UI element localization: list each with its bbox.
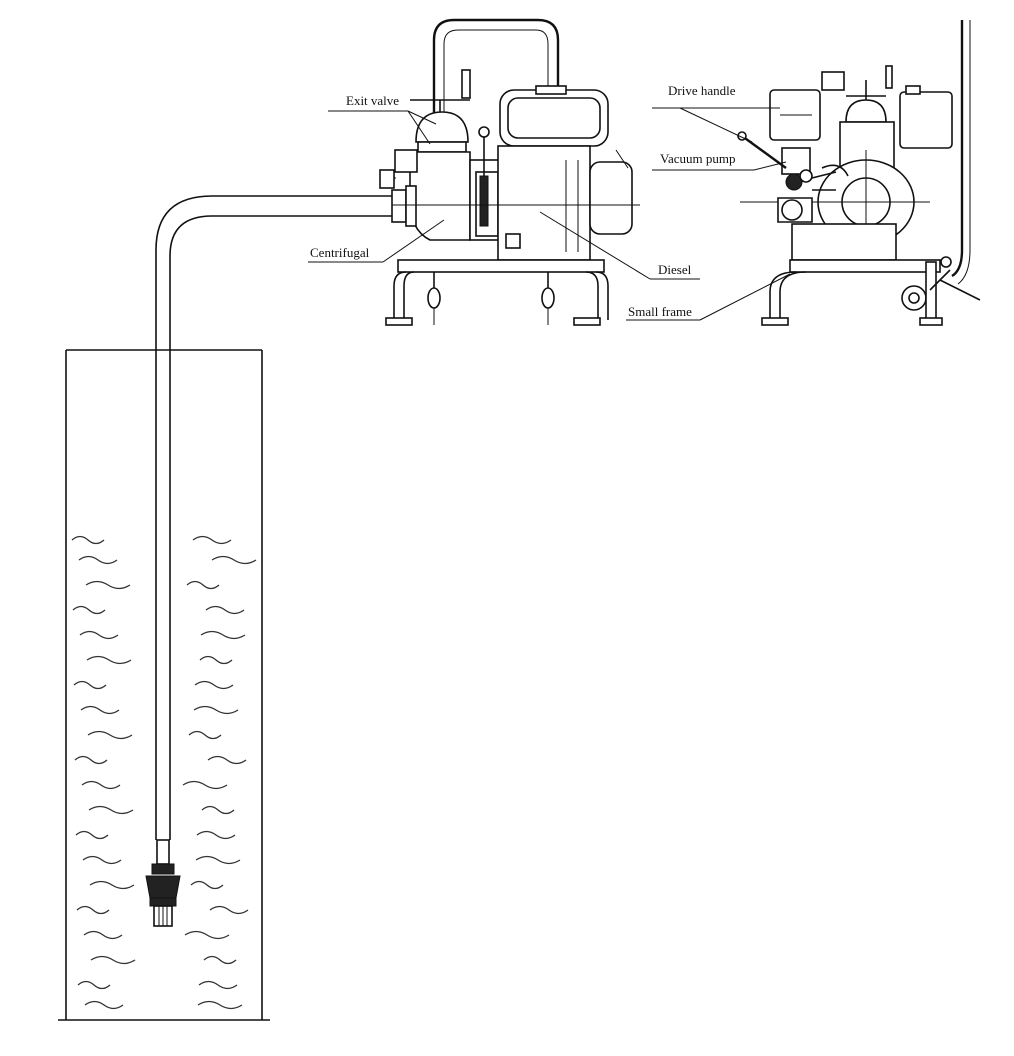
label-centrifugal: Centrifugal <box>310 245 370 260</box>
water-wave <box>82 855 122 865</box>
water-wave <box>76 905 110 915</box>
water-wave <box>203 955 237 965</box>
water-wave <box>81 780 121 790</box>
water-wave <box>194 680 234 690</box>
water-wave <box>198 980 238 990</box>
water-wave <box>86 655 132 665</box>
foot-valve <box>145 839 181 927</box>
label-diesel: Diesel <box>658 262 692 277</box>
well-tank <box>58 349 270 1021</box>
pump-side-view <box>379 18 640 326</box>
water-wave <box>88 805 134 815</box>
water-wave <box>200 630 246 640</box>
water-wave <box>90 955 136 965</box>
pump-end-view <box>737 20 981 326</box>
water-wave <box>197 1000 243 1010</box>
water-wave <box>77 980 111 990</box>
water-wave <box>195 855 241 865</box>
water-wave <box>190 880 224 890</box>
water-wave <box>79 630 119 640</box>
water-wave <box>199 655 233 665</box>
water-wave <box>184 930 230 940</box>
water-wave <box>80 705 120 715</box>
water-wave <box>87 730 133 740</box>
water-wave <box>85 580 131 590</box>
water-wave <box>205 605 245 615</box>
water-wave <box>89 880 135 890</box>
label-drive-handle: Drive handle <box>668 83 736 98</box>
water-wave <box>186 580 220 590</box>
water-wave <box>71 535 105 545</box>
water-wave <box>72 605 106 615</box>
label-small-frame: Small frame <box>628 304 692 319</box>
water-wave <box>192 535 232 545</box>
water-wave <box>211 555 257 565</box>
label-exit-valve: Exit valve <box>346 93 399 108</box>
water-wave <box>193 705 239 715</box>
suction-hose <box>155 195 392 840</box>
water-wave <box>207 755 247 765</box>
water-wave <box>83 930 123 940</box>
leader-lines <box>308 107 791 321</box>
water-wave <box>182 780 228 790</box>
water-wave <box>196 830 236 840</box>
label-vacuum-pump: Vacuum pump <box>660 151 735 166</box>
water-wave <box>78 555 118 565</box>
water-wave <box>188 730 222 740</box>
water-waves <box>71 535 257 1010</box>
water-wave <box>209 905 249 915</box>
water-wave <box>84 1000 124 1010</box>
callout-labels: Exit valve Centrifugal Diesel Drive hand… <box>310 83 736 319</box>
water-wave <box>201 805 235 815</box>
water-wave <box>74 755 108 765</box>
water-wave <box>73 680 107 690</box>
water-wave <box>75 830 109 840</box>
